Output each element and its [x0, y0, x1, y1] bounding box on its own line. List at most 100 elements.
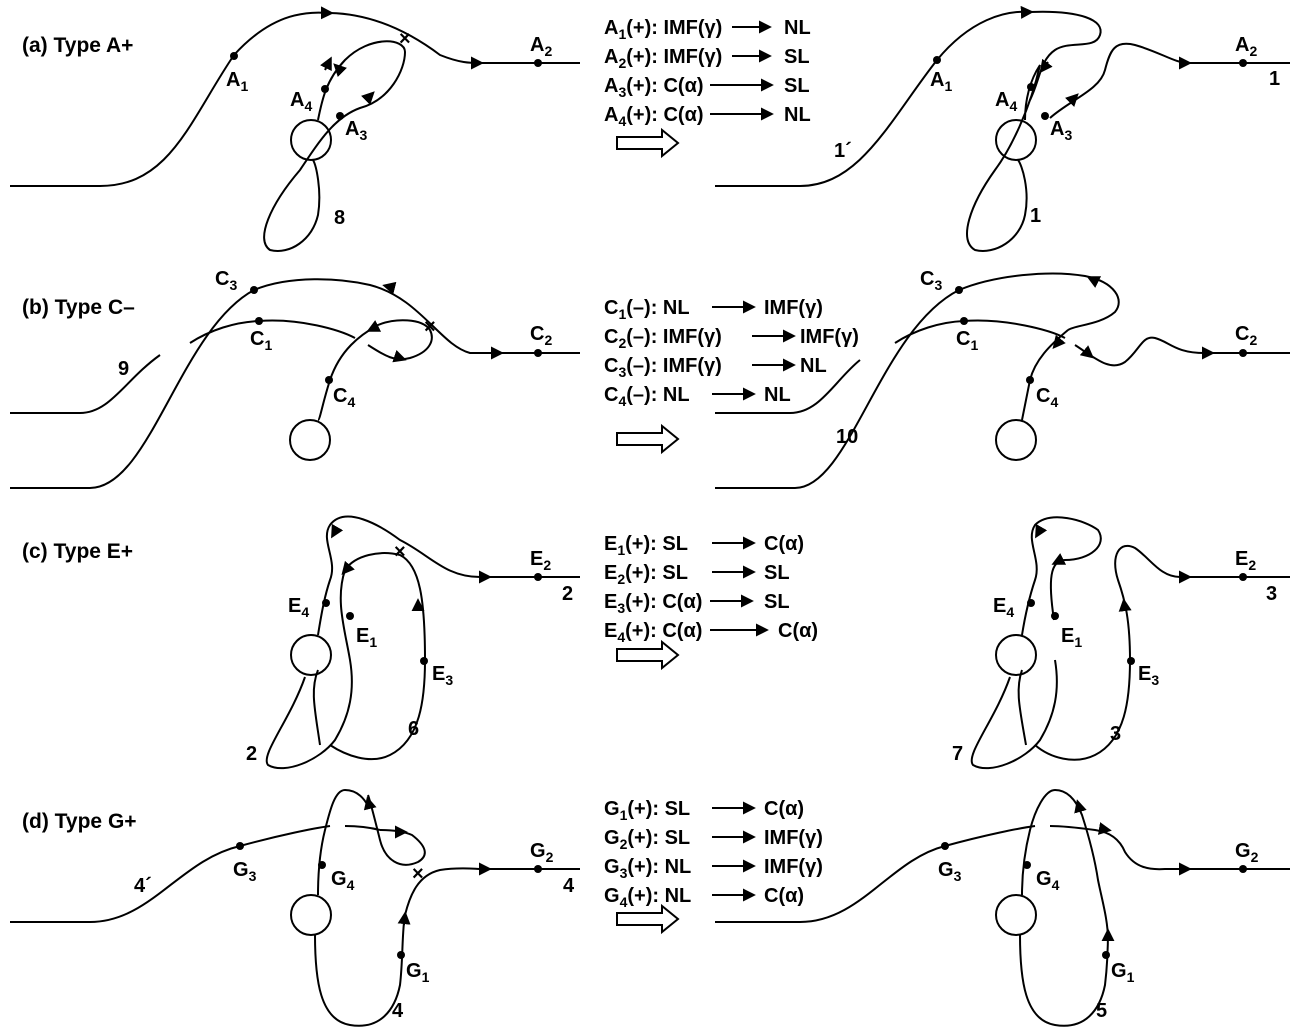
hollow-right-arrow-icon — [616, 423, 680, 455]
panel-a-title: (a) Type A+ — [22, 34, 133, 57]
panel-a-left-loop-arrow-down — [333, 63, 348, 78]
panel-b-rule-1: C1(–): NL — [604, 297, 690, 322]
panel-c-right-arrow-top — [1035, 523, 1048, 539]
panel-d-right-point-g2-dot — [1239, 865, 1247, 873]
panel-c-right-label-e2: E2 — [1235, 548, 1256, 573]
panel-c-right-saddle-circle — [995, 634, 1037, 676]
panel-b-rule-4-target: NL — [764, 384, 791, 406]
panel-d-left-point-g2-dot — [534, 865, 542, 873]
panel-c-right-diagram: E2 E4 E1 E3 3 7 3 — [952, 516, 1290, 770]
panel-d-rule-1-target: C(α) — [764, 798, 804, 820]
panel-d-left-point-g1-dot — [397, 951, 405, 959]
panel-a-rule-4-target: NL — [784, 104, 811, 126]
panel-a-left-cross-mark: × — [399, 28, 411, 50]
panel-d-left-orbit-g3 — [10, 825, 331, 923]
panel-d-left-loop-small — [367, 794, 426, 866]
panel-b-left-number: 9 — [118, 358, 129, 380]
panel-d-left-label-g2: G2 — [530, 840, 554, 865]
panel-d-left-cross-mark: × — [412, 863, 424, 885]
panel-a-rule-2: A2(+): IMF(γ) — [604, 46, 722, 71]
panel-b-left-loop-arrow-1 — [392, 349, 407, 363]
panel-c-left-label-e4: E4 — [288, 595, 309, 620]
panel-c-rule-2-target: SL — [764, 562, 790, 584]
panel-c-right-number-3: 3 — [1110, 723, 1121, 745]
panel-d-right-saddle-circle — [995, 894, 1037, 936]
panel-a-right-loop-arrow-up — [1064, 93, 1079, 108]
panel-a-right-orbit-upper — [715, 10, 1031, 187]
panel-d-rule-1: G1(+): SL — [604, 798, 690, 823]
panel-d: (d) Type G+ G2 G3 G4 G1 4´ 4 4 × — [10, 788, 1290, 1027]
panel-c-left-point-e1-dot — [346, 612, 354, 620]
panel-a-right-label-a2: A2 — [1235, 34, 1257, 59]
panel-d-left-loop-big — [314, 867, 580, 1027]
panel-c-left-number-3: 6 — [408, 718, 419, 740]
panel-c-rule-4: E4(+): C(α) — [604, 620, 702, 645]
panel-c-left-orbit-top — [317, 515, 580, 636]
panel-c-rule-1-target: C(α) — [764, 533, 804, 555]
panel-b-left-orbit-c3-arrow — [382, 281, 397, 295]
panel-d-right-diagram: G2 G3 G4 G1 5 — [715, 788, 1290, 1027]
panel-b-rule-3-target: NL — [800, 355, 827, 377]
panel-a-rule-3: A3(+): C(α) — [604, 75, 704, 100]
panel-d-left-point-g4-dot — [318, 861, 326, 869]
panel-a: (a) Type A+ A1 A2 A4 A3 8 × A1(+): IMF(γ… — [10, 5, 1290, 252]
panel-b-right-loop-arrow — [1052, 334, 1066, 349]
panel-b-right-label-c2: C2 — [1235, 323, 1257, 348]
panel-d-left-orbit-mid — [344, 825, 381, 831]
panel-a-right-label-a4: A4 — [995, 89, 1017, 114]
panel-d-right-label-g2: G2 — [1235, 840, 1259, 865]
panel-b-left-cross-mark: × — [424, 316, 436, 338]
panel-b-title: (b) Type C– — [22, 296, 135, 319]
panel-b-right-orbit-c1-mid — [894, 319, 1066, 344]
panel-d-left-arrow-2 — [363, 796, 377, 811]
panel-b-right-orbit-c3-arrow — [1086, 276, 1102, 288]
panel-b-left-point-c3-dot — [250, 286, 258, 294]
panel-b-right-orbit-c1-lower — [715, 359, 861, 414]
panel-a-left-orbit-arc — [320, 6, 481, 64]
panel-c-right-stem — [1017, 669, 1027, 746]
panel-d-rule-2: G2(+): SL — [604, 827, 690, 852]
panel-d-right-loop — [1019, 929, 1109, 1027]
panel-a-right-label-a1: A1 — [930, 69, 952, 94]
panel-a-left-point-a2-dot — [534, 59, 542, 67]
panel-a-rule-1-target: NL — [784, 17, 811, 39]
panel-c-left-label-e2: E2 — [530, 548, 551, 573]
panel-d-right-point-g1-dot — [1102, 951, 1110, 959]
panel-d-left-number-3: 4 — [392, 1000, 404, 1022]
panel-c-left-loop — [265, 552, 427, 770]
panel-c-left-diagram: E2 E4 E1 E3 2 2 6 × — [246, 515, 580, 770]
panel-b-right-arrow-1 — [1079, 345, 1094, 359]
panel-a-right-loop-arrow-down — [1039, 58, 1053, 74]
panel-a-right-saddle-circle — [995, 119, 1037, 161]
panel-a-rule-4: A4(+): C(α) — [604, 104, 704, 129]
panel-b-rules: C1(–): NL IMF(γ) C2(–): IMF(γ) IMF(γ) C3… — [604, 297, 859, 455]
panel-c-right-fold — [1021, 516, 1102, 636]
panel-d-left-diagram: G2 G3 G4 G1 4´ 4 4 × — [10, 788, 580, 1027]
panel-a-left-point-a3-dot — [336, 112, 344, 120]
panel-a-left-saddle-circle — [290, 119, 332, 161]
panel-a-right-orbit-lower — [1049, 42, 1189, 119]
panel-a-right-diagram: A1 A2 A4 A3 1 1´ 1 — [715, 5, 1290, 252]
panel-c-right-label-e3: E3 — [1138, 663, 1159, 688]
panel-b-rule-4: C4(–): NL — [604, 384, 690, 409]
panel-d-rule-3-target: IMF(γ) — [764, 856, 823, 878]
panel-b-right-orbit-right — [1074, 336, 1290, 367]
panel-a-left-loop — [263, 40, 407, 252]
panel-c-right-point-e3-dot — [1127, 657, 1135, 665]
panel-c-right-number-2: 7 — [952, 743, 963, 765]
panel-b-right-label-c4: C4 — [1036, 385, 1058, 410]
panel-c-left-number-2: 2 — [246, 743, 257, 765]
panel-c-left-arrow-top — [331, 523, 344, 539]
panel-c-rule-3-target: SL — [764, 591, 790, 613]
panel-c-rule-4-target: C(α) — [778, 620, 818, 642]
panel-b-right-point-c3-dot — [955, 286, 963, 294]
panel-c-right-point-e1-dot — [1051, 612, 1059, 620]
panel-c-left-point-e4-dot — [322, 599, 330, 607]
panel-d-right-arrow-1 — [1097, 822, 1112, 835]
panel-c-right-loop-left — [970, 659, 1058, 770]
hollow-right-arrow-icon — [616, 639, 680, 671]
panel-b-left-saddle-circle — [289, 419, 331, 461]
panel-b-left-point-c4-dot — [325, 376, 333, 384]
panel-a-left-orbit-upper — [10, 11, 331, 187]
